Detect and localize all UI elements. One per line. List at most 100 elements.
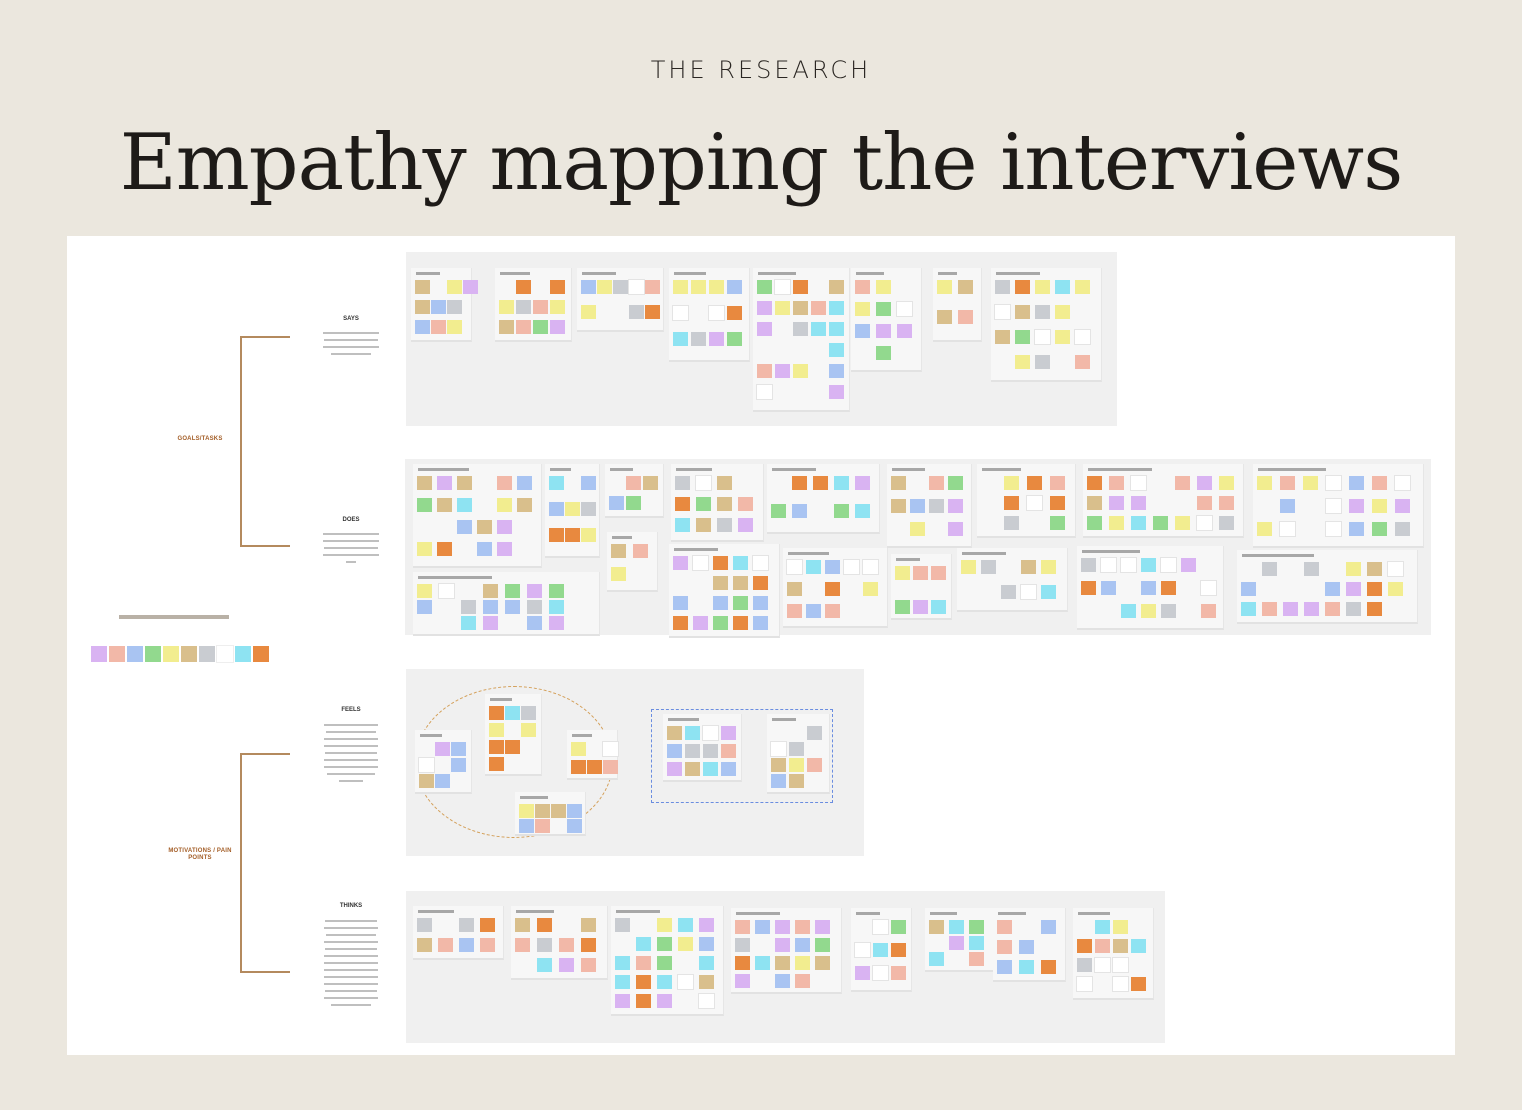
sticky-note bbox=[995, 330, 1010, 344]
sticky-note bbox=[1026, 495, 1043, 511]
sticky-note bbox=[438, 583, 455, 599]
sticky-note bbox=[948, 476, 963, 490]
sticky-note bbox=[834, 504, 849, 518]
sticky-note bbox=[457, 498, 472, 512]
sticky-note bbox=[628, 279, 645, 295]
sticky-note bbox=[1035, 305, 1050, 319]
sticky-note bbox=[1094, 957, 1111, 973]
cluster-heading bbox=[418, 468, 469, 471]
legend-swatch bbox=[109, 646, 125, 662]
sticky-note bbox=[891, 966, 906, 980]
sticky-note bbox=[418, 757, 435, 773]
sticky-note bbox=[757, 280, 772, 294]
sticky-note bbox=[1175, 476, 1190, 490]
sticky-note bbox=[1197, 476, 1212, 490]
cluster-heading bbox=[490, 698, 512, 701]
sticky-note bbox=[459, 938, 474, 952]
note-cluster bbox=[411, 268, 478, 342]
cluster-heading bbox=[772, 718, 796, 721]
note-cluster bbox=[511, 906, 608, 980]
sticky-note bbox=[1015, 305, 1030, 319]
cluster-heading bbox=[896, 558, 920, 561]
sticky-note bbox=[795, 920, 810, 934]
sticky-note bbox=[537, 918, 552, 932]
sticky-note bbox=[691, 332, 706, 346]
sticky-note bbox=[483, 584, 498, 598]
sticky-note bbox=[565, 502, 580, 516]
sticky-note bbox=[771, 774, 786, 788]
sticky-note bbox=[497, 520, 512, 534]
sticky-note bbox=[535, 819, 550, 833]
sticky-note bbox=[581, 528, 596, 542]
sticky-note bbox=[876, 302, 891, 316]
sticky-note bbox=[929, 952, 944, 966]
sticky-note bbox=[876, 324, 891, 338]
cluster-heading bbox=[612, 536, 632, 539]
sticky-note bbox=[703, 762, 718, 776]
note-cluster bbox=[925, 908, 994, 972]
sticky-note bbox=[667, 726, 682, 740]
sticky-note bbox=[1394, 475, 1411, 491]
sticky-note bbox=[825, 604, 840, 618]
sticky-note bbox=[713, 616, 728, 630]
sticky-note bbox=[757, 301, 772, 315]
sticky-note bbox=[581, 938, 596, 952]
sticky-note bbox=[678, 937, 693, 951]
note-cluster bbox=[671, 464, 764, 542]
sticky-note bbox=[792, 504, 807, 518]
sticky-note bbox=[667, 762, 682, 776]
sticky-note bbox=[477, 542, 492, 556]
sticky-note bbox=[581, 958, 596, 972]
sticky-note bbox=[1101, 581, 1116, 595]
sticky-note bbox=[626, 496, 641, 510]
sticky-note bbox=[757, 364, 772, 378]
cluster-heading bbox=[856, 272, 884, 275]
sticky-note bbox=[1077, 958, 1092, 972]
note-cluster bbox=[1083, 464, 1244, 538]
sticky-note bbox=[461, 600, 476, 614]
sticky-note bbox=[567, 819, 582, 833]
note-cluster bbox=[515, 792, 586, 836]
sticky-note bbox=[937, 310, 952, 324]
sticky-note bbox=[713, 596, 728, 610]
section-eyebrow: THE RESEARCH bbox=[650, 56, 872, 84]
sticky-note bbox=[1034, 329, 1051, 345]
note-cluster bbox=[567, 730, 619, 780]
note-cluster bbox=[495, 268, 572, 342]
sticky-note bbox=[1076, 976, 1093, 992]
sticky-note bbox=[626, 476, 641, 490]
sticky-note bbox=[1120, 557, 1137, 573]
sticky-note bbox=[843, 559, 860, 575]
sticky-note bbox=[417, 498, 432, 512]
sticky-note bbox=[770, 741, 787, 757]
sticky-note bbox=[997, 940, 1012, 954]
sticky-note bbox=[929, 476, 944, 490]
cluster-heading bbox=[416, 272, 440, 275]
sticky-note bbox=[519, 804, 534, 818]
sticky-note bbox=[789, 774, 804, 788]
sticky-note bbox=[549, 476, 564, 490]
cluster-heading bbox=[420, 734, 442, 737]
sticky-note bbox=[789, 758, 804, 772]
cluster-heading bbox=[982, 468, 1021, 471]
sticky-note bbox=[735, 938, 750, 952]
legend-title bbox=[119, 615, 229, 619]
note-cluster bbox=[891, 554, 952, 620]
sticky-note bbox=[1131, 939, 1146, 953]
note-cluster bbox=[993, 908, 1066, 982]
sticky-note bbox=[1121, 604, 1136, 618]
sticky-note bbox=[807, 726, 822, 740]
sticky-note bbox=[527, 600, 542, 614]
sticky-note bbox=[437, 476, 452, 490]
legend-swatch bbox=[216, 645, 234, 663]
sticky-note bbox=[549, 502, 564, 516]
cluster-heading bbox=[930, 912, 957, 915]
sticky-note bbox=[1257, 476, 1272, 490]
sticky-note bbox=[692, 555, 709, 571]
sticky-note bbox=[1388, 582, 1403, 596]
sticky-note bbox=[636, 994, 651, 1008]
sticky-note bbox=[603, 760, 618, 774]
note-cluster bbox=[413, 572, 600, 636]
sticky-note bbox=[1325, 582, 1340, 596]
sticky-note bbox=[611, 544, 626, 558]
